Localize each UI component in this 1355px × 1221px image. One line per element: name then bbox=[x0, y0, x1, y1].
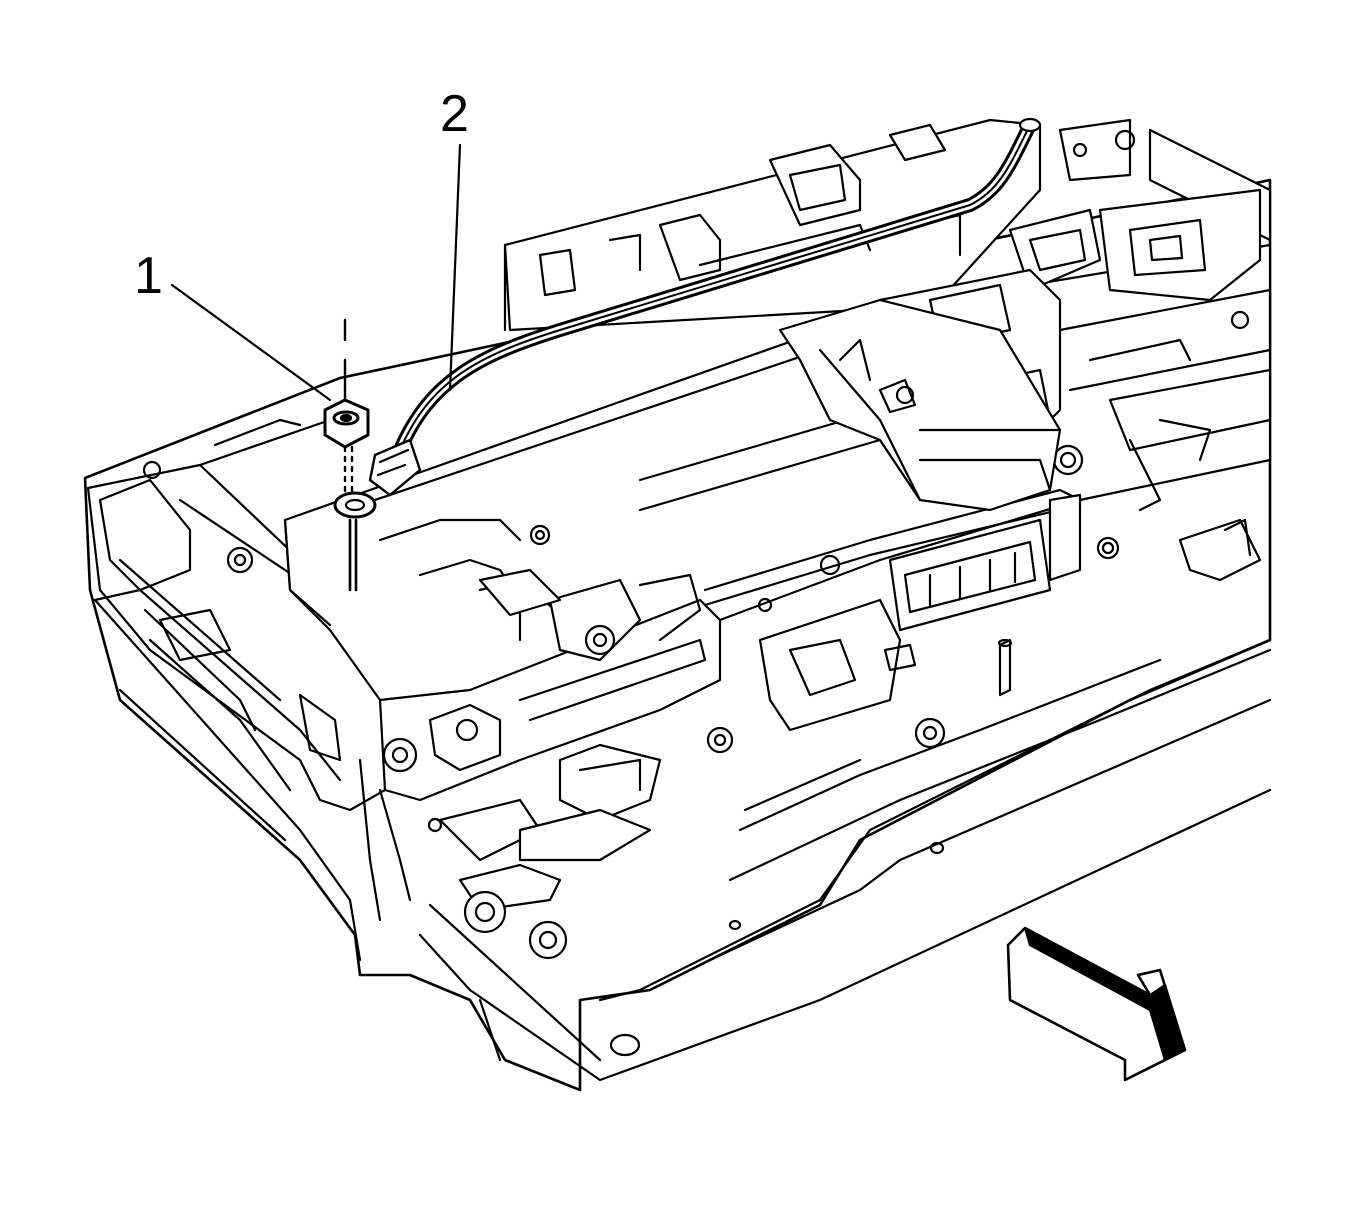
side-connector bbox=[758, 598, 1013, 732]
upper-terminal-blocks bbox=[503, 118, 1272, 421]
cable-assembly bbox=[333, 117, 1042, 519]
left-rail bbox=[86, 418, 387, 812]
center-bracket bbox=[778, 298, 1062, 512]
lower-harness-cluster bbox=[358, 568, 946, 960]
nut-and-stud bbox=[323, 318, 370, 592]
callout-2: 2 bbox=[440, 85, 469, 143]
callout-1: 1 bbox=[134, 247, 163, 305]
view-direction-arrow-icon bbox=[1006, 926, 1187, 1082]
leader-lines bbox=[170, 143, 462, 402]
